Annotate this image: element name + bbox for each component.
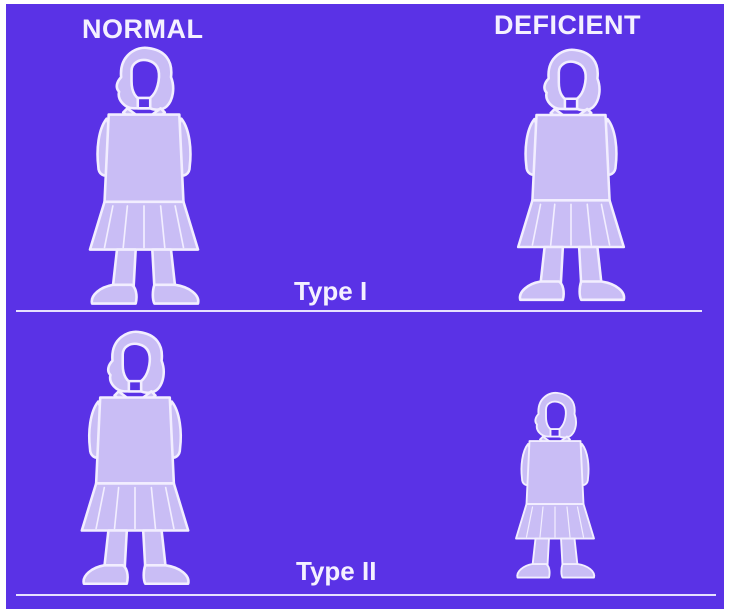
deficient-header: DEFICIENT [494, 10, 641, 41]
type-ii-baseline [16, 594, 716, 596]
type-i-baseline [16, 310, 702, 312]
normal-header: NORMAL [82, 14, 203, 45]
type-i-label: Type I [294, 276, 367, 307]
girl-standing-icon [70, 330, 200, 596]
girl-standing-icon [76, 46, 212, 316]
diagram-slide: NORMAL DEFICIENT Type I Type II [6, 4, 724, 609]
girl-standing-icon [510, 386, 600, 592]
type-ii-label: Type II [296, 556, 376, 587]
girl-standing-icon [504, 48, 638, 312]
